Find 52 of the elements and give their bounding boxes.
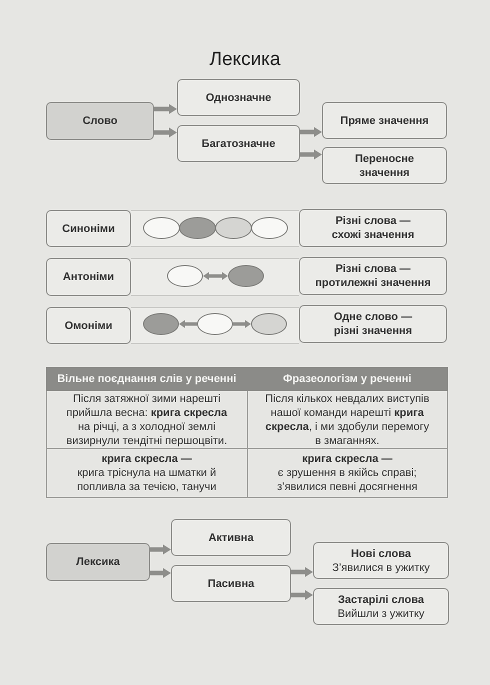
concept-box	[322, 147, 447, 184]
concept-box	[46, 102, 154, 140]
concept-box	[299, 209, 447, 247]
node-label: Пасивна	[208, 576, 254, 590]
diagram-title: Лексика	[210, 49, 280, 71]
arrow	[300, 127, 322, 137]
concept-box	[171, 565, 291, 602]
concept-box	[322, 102, 447, 139]
node-label: Активна	[208, 530, 254, 544]
node-label: Пряме значення	[340, 114, 429, 128]
concept-box	[46, 307, 131, 344]
arrow	[179, 320, 197, 328]
arrow	[150, 568, 171, 578]
node-label: Різні слова — схожі значення	[330, 214, 416, 242]
column-header: Вільне поєднання слів у реченні	[46, 368, 247, 390]
concept-box	[46, 210, 131, 247]
box-heading: Застарілі слова	[338, 592, 424, 606]
box-text: З’явилися в ужитку	[332, 560, 430, 574]
arrow	[300, 150, 322, 160]
node-label: Слово	[82, 114, 118, 128]
concept-box	[313, 588, 449, 625]
arrow	[233, 320, 251, 328]
node-label: Одне слово — різні значення	[332, 310, 414, 338]
node-label: Різні слова — протилежні значення	[314, 262, 432, 290]
table-cell: крига скресла — є зрушення в якійсь справі; з’явилися певні досягнення	[247, 448, 448, 498]
concept-box	[46, 543, 150, 581]
node-label: Антоніми	[62, 270, 114, 284]
node-label: Переносне значення	[354, 152, 415, 180]
table-cell: Після затяжної зими нарешті прийшла весна: крига скресла на річці, а з холодної землі визирнули тендітні першоцвіти.	[46, 390, 247, 448]
concept-box	[177, 79, 300, 116]
arrow	[203, 272, 228, 280]
concept-box	[299, 305, 447, 343]
arrow	[291, 590, 313, 600]
node-label: Синоніми	[62, 222, 115, 236]
arrow	[291, 567, 313, 577]
column-header: Фразеологізм у реченні	[247, 368, 448, 390]
arrow	[150, 544, 171, 554]
node-label: Багатозначне	[202, 136, 276, 150]
arrow	[154, 128, 177, 138]
node-label: Однозначне	[206, 90, 272, 104]
concept-box	[46, 258, 131, 296]
concept-box	[299, 257, 447, 295]
node-label: Омоніми	[64, 318, 112, 332]
node-label: Лексика	[76, 555, 120, 569]
concept-box	[313, 542, 449, 579]
concept-box	[171, 519, 291, 556]
arrow	[154, 104, 177, 114]
box-text: Вийшли з ужитку	[338, 606, 424, 620]
box-heading: Нові слова	[351, 546, 411, 560]
table-cell: Після кількох невдалих виступів нашої команди нарешті крига скресла, і ми здобули перемогу в змаганнях.	[247, 390, 448, 448]
concept-box	[177, 125, 300, 162]
table-cell: крига скресла — крига тріснула на шматки й попливла за течією, танучи	[46, 448, 247, 498]
